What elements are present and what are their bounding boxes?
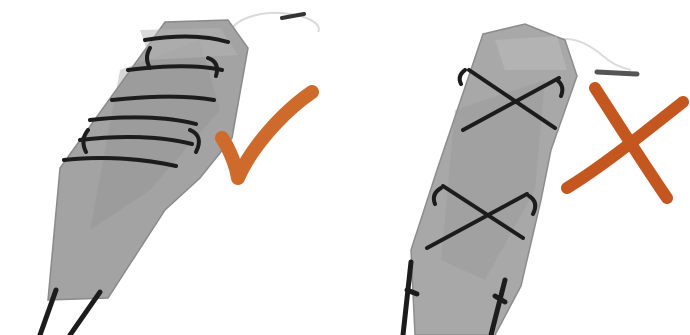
correct-strapping-photo [0,0,345,335]
incorrect-strapping-panel [345,0,690,335]
rope-toggle [282,14,304,18]
head-rope [232,13,319,32]
correct-strapping-panel [0,0,345,335]
incorrect-strapping-photo [345,0,690,335]
rope-toggle [597,72,637,74]
x-mark [567,88,683,198]
